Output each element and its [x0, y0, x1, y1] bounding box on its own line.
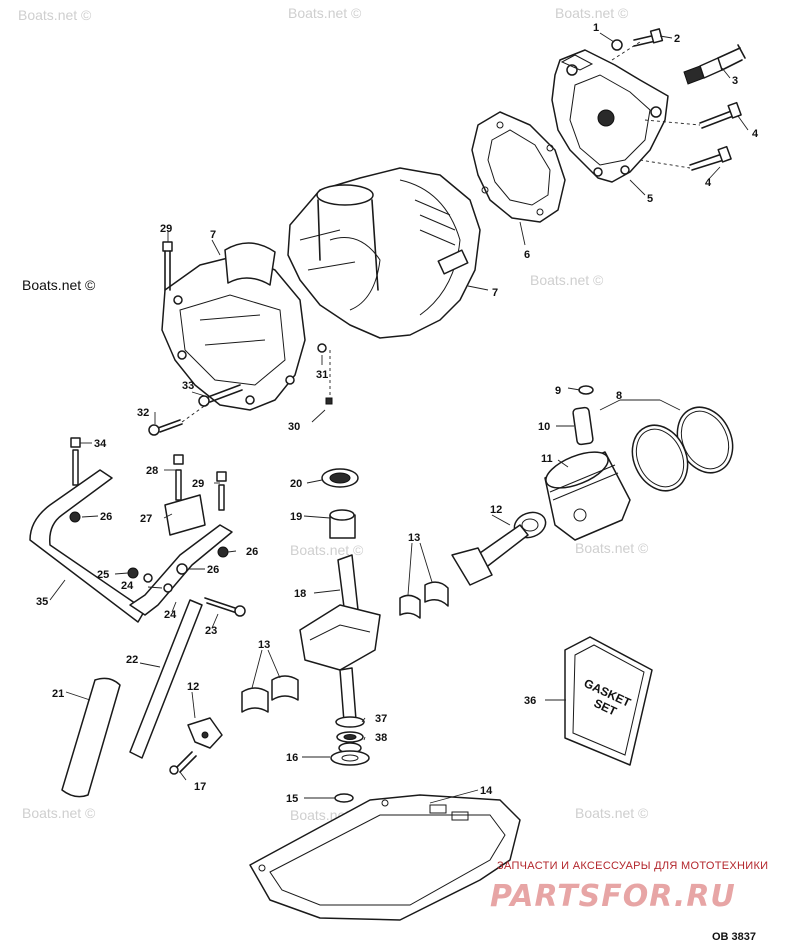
piston-pin — [572, 385, 594, 446]
callout-32: 32 — [137, 407, 149, 419]
watermark: Boats.net © — [18, 7, 92, 23]
crankshaft-assembly — [299, 468, 381, 728]
callout-13: 13 — [258, 639, 270, 651]
head-gasket — [471, 111, 566, 223]
callout-34: 34 — [94, 438, 107, 450]
rod-bearings — [241, 581, 449, 713]
watermark-dark: Boats.net © — [22, 277, 96, 293]
callout-10: 10 — [538, 421, 550, 433]
lower-seal-stack — [330, 731, 370, 803]
spark-plug — [683, 44, 746, 85]
callout-26: 26 — [100, 511, 112, 523]
watermark: Boats.net © — [575, 805, 649, 821]
callout-30: 30 — [288, 421, 300, 433]
watermark: Boats.net © — [22, 805, 96, 821]
callout-7: 7 — [210, 229, 216, 241]
callout-6: 6 — [524, 249, 530, 261]
callout-38: 38 — [375, 732, 387, 744]
cylinder-block — [287, 167, 481, 339]
brand-block: ЗАПЧАСТИ И АКСЕССУАРЫ ДЛЯ МОТОТЕХНИКИ PA… — [490, 860, 768, 914]
callout-4: 4 — [705, 177, 712, 189]
callout-7: 7 — [492, 287, 498, 299]
piston-rings — [631, 406, 734, 492]
crankcase-bolts — [148, 241, 333, 436]
callout-20: 20 — [290, 478, 302, 490]
watermark: Boats.net © — [575, 540, 649, 556]
watermarks: Boats.net © Boats.net © Boats.net © Boat… — [18, 5, 649, 823]
callout-8: 8 — [616, 390, 622, 402]
piston — [544, 451, 631, 541]
watermark: Boats.net © — [288, 5, 362, 21]
callout-24: 24 — [164, 609, 177, 621]
callout-21: 21 — [52, 688, 64, 700]
callout-14: 14 — [480, 785, 493, 797]
callout-29: 29 — [160, 223, 172, 235]
callout-26: 26 — [207, 564, 219, 576]
brand-tagline: ЗАПЧАСТИ И АКСЕССУАРЫ ДЛЯ МОТОТЕХНИКИ — [497, 860, 768, 872]
callout-19: 19 — [290, 511, 302, 523]
callout-4: 4 — [752, 128, 759, 140]
head-bolts — [611, 28, 742, 171]
callout-29: 29 — [192, 478, 204, 490]
callout-27: 27 — [140, 513, 152, 525]
callout-numbers: 1 2 3 4 4 5 6 7 7 8 9 10 11 12 12 13 13 … — [36, 22, 759, 805]
cylinder-head-cover — [551, 49, 669, 183]
callout-23: 23 — [205, 625, 217, 637]
watermark: Boats.net © — [555, 5, 629, 21]
callout-25: 25 — [97, 569, 109, 581]
watermark: Boats.net © — [530, 272, 604, 288]
callout-1: 1 — [593, 22, 599, 34]
callout-28: 28 — [146, 465, 158, 477]
connecting-rod — [451, 511, 547, 586]
callout-15: 15 — [286, 793, 298, 805]
callout-31: 31 — [316, 369, 328, 381]
callout-12: 12 — [490, 504, 502, 516]
leader-lines — [49, 32, 749, 804]
gasket-set-box: GASKET SET — [564, 636, 653, 766]
callout-37: 37 — [375, 713, 387, 725]
callout-11: 11 — [541, 453, 553, 465]
hose-and-bracket — [29, 437, 233, 623]
base-gasket — [249, 794, 521, 921]
reference-code: OB 3837 — [712, 931, 756, 943]
callout-3: 3 — [732, 75, 738, 87]
callout-18: 18 — [294, 588, 306, 600]
crankcase-half — [161, 242, 306, 411]
callout-13: 13 — [408, 532, 420, 544]
callout-36: 36 — [524, 695, 536, 707]
callout-12: 12 — [187, 681, 199, 693]
callout-17: 17 — [194, 781, 206, 793]
callout-22: 22 — [126, 654, 138, 666]
brand-logo: PARTSFOR.RU — [490, 879, 736, 914]
callout-24: 24 — [121, 580, 134, 592]
callout-16: 16 — [286, 752, 298, 764]
callout-33: 33 — [182, 380, 194, 392]
callout-2: 2 — [674, 33, 680, 45]
callout-26: 26 — [246, 546, 258, 558]
small-retainer — [169, 717, 223, 775]
callout-35: 35 — [36, 596, 48, 608]
tubes — [61, 597, 246, 798]
callout-5: 5 — [647, 193, 653, 205]
callout-9: 9 — [555, 385, 561, 397]
watermark: Boats.net © — [290, 542, 364, 558]
